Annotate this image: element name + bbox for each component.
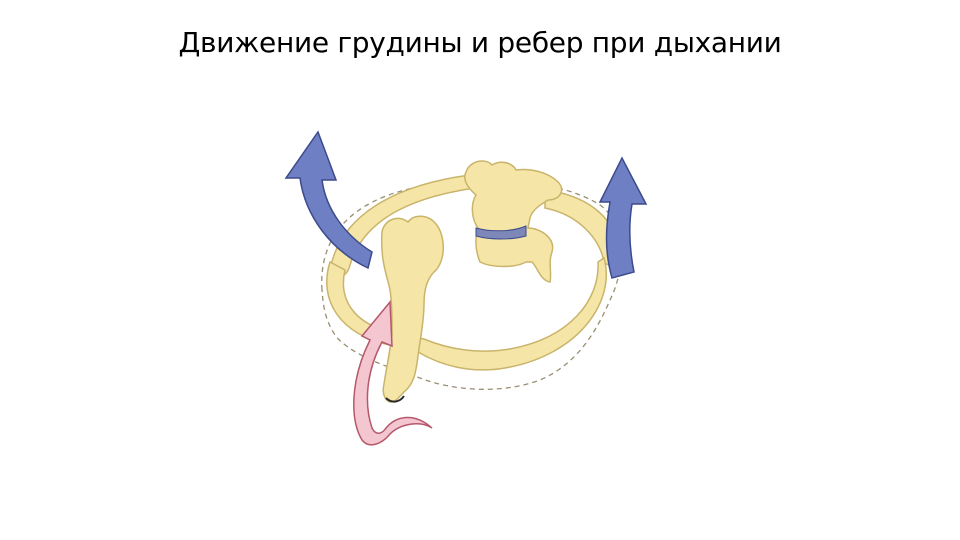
vertebra-icon xyxy=(464,160,563,283)
arrow-up-icon xyxy=(284,130,373,270)
curved-arrow-icon xyxy=(353,300,433,446)
slide-title: Движение грудины и ребер при дыхании xyxy=(178,26,782,59)
arrow-up-icon xyxy=(598,156,648,279)
